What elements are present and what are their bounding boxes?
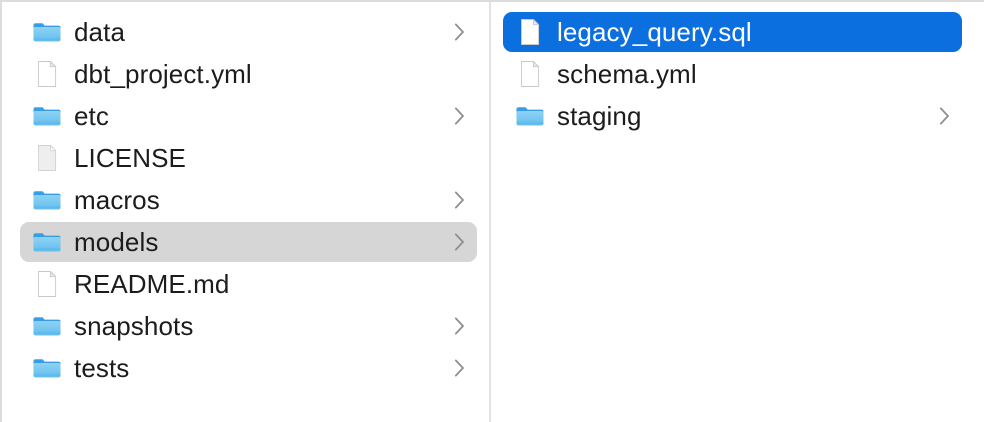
folder-icon bbox=[32, 353, 62, 383]
folder-name-label: staging bbox=[557, 101, 642, 131]
folder-row[interactable]: data bbox=[20, 12, 477, 52]
folder-row[interactable]: macros bbox=[20, 180, 477, 220]
finder-column-0[interactable]: data dbt_project.yml bbox=[2, 2, 491, 422]
chevron-right-icon[interactable] bbox=[451, 104, 467, 128]
document-icon bbox=[32, 269, 62, 299]
folder-name-label: data bbox=[74, 17, 126, 47]
folder-name-label: models bbox=[74, 227, 159, 257]
chevron-right-icon[interactable] bbox=[451, 230, 467, 254]
file-row[interactable]: dbt_project.yml bbox=[20, 54, 477, 94]
folder-name-label: macros bbox=[74, 185, 160, 215]
folder-icon bbox=[32, 227, 62, 257]
folder-row[interactable]: models bbox=[20, 222, 477, 262]
document-icon bbox=[515, 59, 545, 89]
chevron-right-icon[interactable] bbox=[936, 104, 952, 128]
folder-row[interactable]: tests bbox=[20, 348, 477, 388]
file-name-label: README.md bbox=[74, 269, 230, 299]
folder-icon bbox=[32, 17, 62, 47]
document-icon bbox=[515, 17, 545, 47]
folder-row[interactable]: etc bbox=[20, 96, 477, 136]
folder-name-label: tests bbox=[74, 353, 130, 383]
chevron-right-icon[interactable] bbox=[451, 356, 467, 380]
file-name-label: LICENSE bbox=[74, 143, 186, 173]
file-row[interactable]: LICENSE bbox=[20, 138, 477, 178]
chevron-right-icon[interactable] bbox=[451, 314, 467, 338]
folder-icon bbox=[32, 311, 62, 341]
folder-icon bbox=[32, 101, 62, 131]
folder-icon bbox=[32, 185, 62, 215]
file-name-label: legacy_query.sql bbox=[557, 17, 752, 47]
finder-column-1[interactable]: legacy_query.sql schema.yml bbox=[491, 2, 984, 422]
file-name-label: schema.yml bbox=[557, 59, 697, 89]
file-name-label: dbt_project.yml bbox=[74, 59, 252, 89]
file-row[interactable]: schema.yml bbox=[503, 54, 962, 94]
chevron-right-icon[interactable] bbox=[451, 20, 467, 44]
file-row[interactable]: README.md bbox=[20, 264, 477, 304]
folder-name-label: snapshots bbox=[74, 311, 194, 341]
plain-document-icon bbox=[32, 143, 62, 173]
chevron-right-icon[interactable] bbox=[451, 188, 467, 212]
folder-row[interactable]: staging bbox=[503, 96, 962, 136]
folder-icon bbox=[515, 101, 545, 131]
document-icon bbox=[32, 59, 62, 89]
file-row[interactable]: legacy_query.sql bbox=[503, 12, 962, 52]
folder-row[interactable]: snapshots bbox=[20, 306, 477, 346]
folder-name-label: etc bbox=[74, 101, 109, 131]
